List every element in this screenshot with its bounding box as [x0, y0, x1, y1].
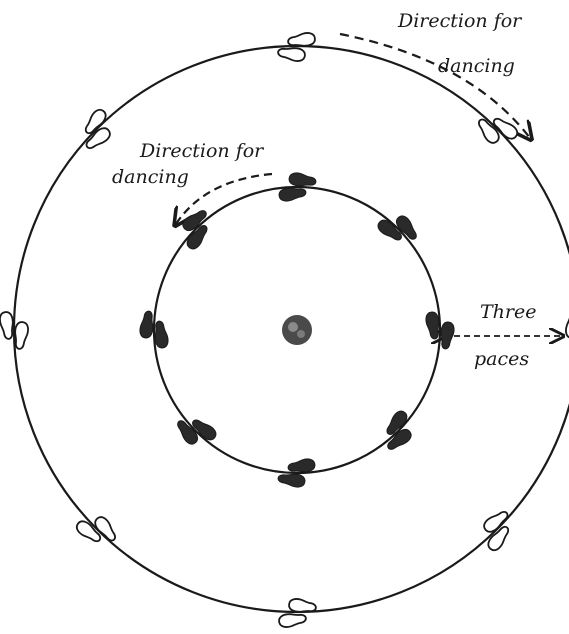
outer-direction-label: Direction for dancing [397, 10, 527, 77]
right-foot-print [277, 472, 306, 488]
outer-footprint-pair-3 [565, 310, 569, 349]
inner-direction-line-2: dancing [112, 166, 189, 188]
right-foot-print [439, 321, 455, 350]
left-foot-print [0, 311, 15, 340]
outer-direction-line-1: Direction for [397, 10, 523, 32]
three-paces-line-2: paces [474, 348, 529, 370]
right-foot-print [565, 310, 569, 339]
right-foot-print [139, 310, 155, 339]
outer-direction-line-2: dancing [438, 55, 515, 77]
center-mark [282, 315, 312, 345]
three-paces-line-1: Three [480, 301, 536, 323]
left-foot-print [278, 612, 307, 628]
right-foot-print [13, 321, 29, 350]
inner-direction-line-1: Direction for [139, 140, 265, 162]
right-foot-print [288, 172, 317, 188]
right-foot-print [277, 46, 306, 62]
inner-direction-label: Direction for dancing [112, 140, 269, 188]
